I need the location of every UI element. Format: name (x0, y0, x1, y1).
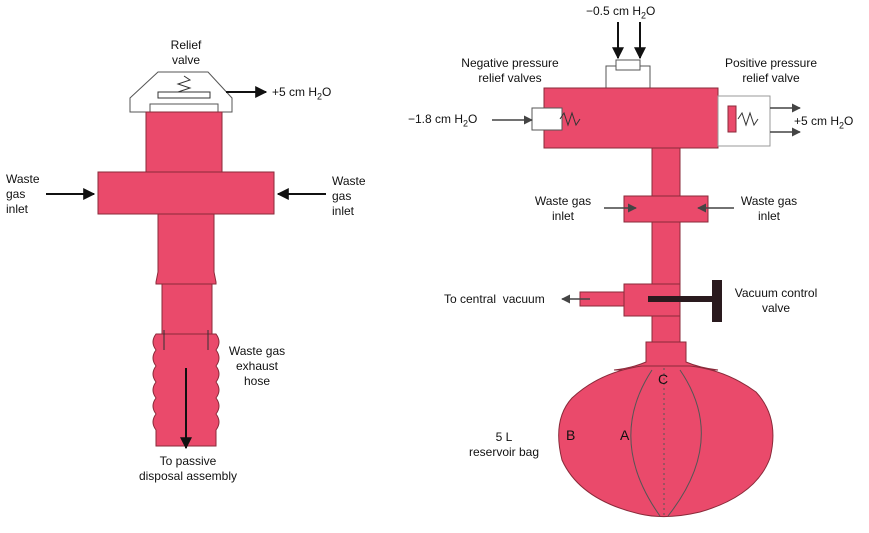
vacuum-control-label: Vacuum control valve (734, 286, 818, 315)
middle-stem (651, 221, 681, 285)
bag-label-b: B (566, 427, 576, 443)
exhaust-hose-label: Waste gas exhaust hose (228, 344, 286, 388)
pos-pressure-label: +5 cm H2O (794, 114, 854, 131)
central-vacuum-label: To central vacuum (444, 292, 545, 306)
bag-seam-a (630, 369, 661, 517)
left-valve-spring (559, 111, 581, 127)
relief-valve-spring (176, 75, 192, 93)
relief-valve-label: Relief valve (170, 38, 202, 67)
right-valve-seat (727, 105, 737, 133)
relief-pressure-label: +5 cm H2O (272, 85, 332, 102)
relief-valve-seat (157, 91, 211, 99)
reservoir-bag-label: 5 L reservoir bag (468, 430, 540, 459)
cross-bar (97, 171, 275, 215)
lower-stem (651, 315, 681, 345)
right-valve-spring (737, 111, 759, 127)
vacuum-valve-knob (712, 280, 722, 322)
upper-tube (145, 111, 223, 179)
reservoir-bag (558, 365, 774, 518)
right-valve-housing (717, 95, 771, 147)
central-body (155, 213, 217, 285)
closed-interface (492, 22, 801, 518)
neg-pressure-label: −1.8 cm H2O (408, 112, 478, 129)
left-valve-housing (531, 107, 563, 131)
disposal-label: To passive disposal assembly (138, 454, 238, 483)
bag-label-a: A (620, 427, 630, 443)
waste-gas-inlet-right-label-right: Waste gas inlet (740, 194, 798, 223)
top-valve-port (615, 59, 641, 71)
open-interface (46, 71, 326, 450)
waste-gas-inlet-left-label-right: Waste gas inlet (534, 194, 592, 223)
bag-label-c: C (658, 371, 669, 387)
vacuum-valve-stem (648, 296, 714, 302)
upper-stem (651, 147, 681, 197)
waste-gas-inlet-right-label: Waste gas inlet (332, 174, 366, 218)
bag-neck (613, 341, 719, 371)
bag-seam-b (667, 369, 702, 517)
negative-valves-label: Negative pressure relief valves (461, 56, 559, 85)
positive-valve-label: Positive pressure relief valve (724, 56, 818, 85)
top-pressure-label: −0.5 cm H2O (586, 4, 656, 21)
waste-gas-inlet-left-label: Waste gas inlet (6, 172, 40, 216)
waste-gas-block (623, 195, 709, 223)
lower-tube (161, 283, 213, 335)
header-block (543, 87, 719, 149)
